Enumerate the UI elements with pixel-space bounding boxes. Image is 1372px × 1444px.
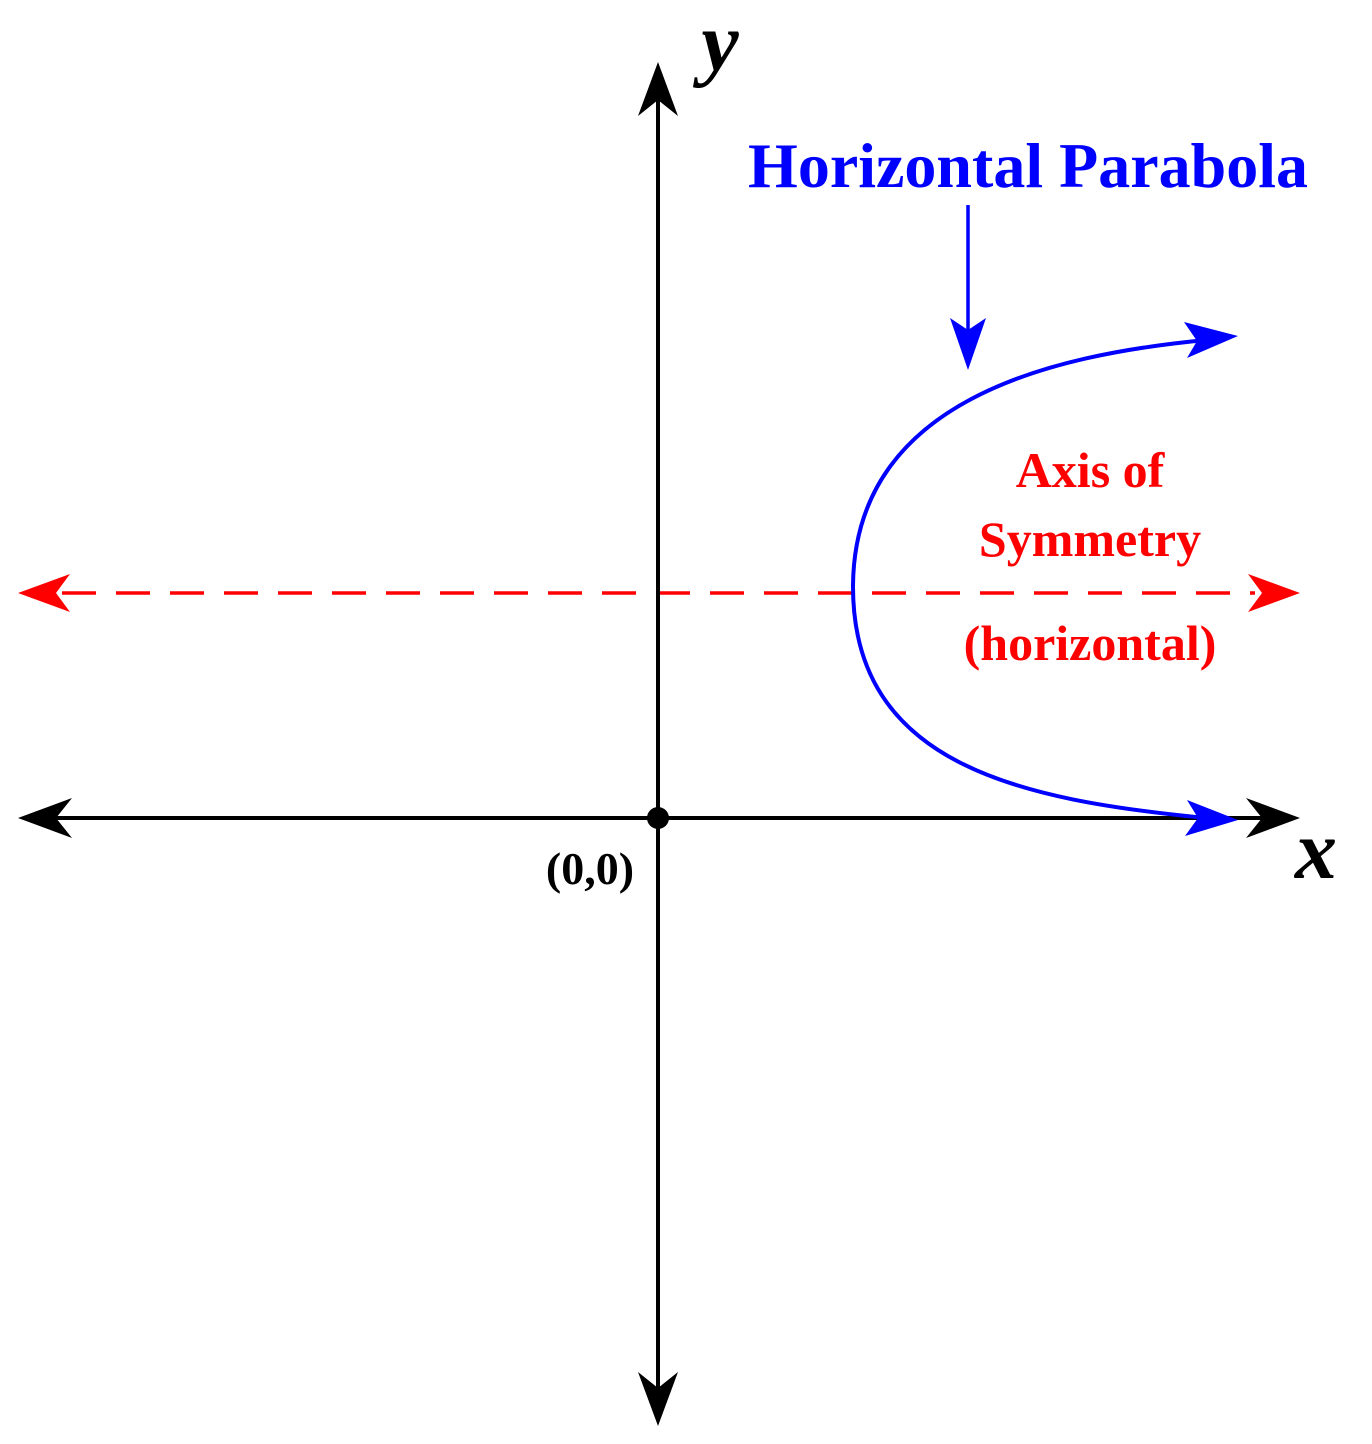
x-axis-right-arrow (1246, 798, 1300, 838)
symmetry-label-line-2: Symmetry (979, 511, 1201, 567)
x-axis-label: x (1293, 804, 1337, 897)
origin-label: (0,0) (546, 843, 634, 894)
axis-of-symmetry-right-arrow (1248, 574, 1300, 612)
horizontal-parabola (850, 322, 1238, 836)
symmetry-label-line-1: Axis of (1016, 442, 1166, 498)
origin-point (647, 807, 669, 829)
parabola-top-arrow (1184, 322, 1238, 358)
parabola-pointer (950, 205, 986, 370)
symmetry-label-line-3: (horizontal) (964, 615, 1217, 671)
y-axis-bottom-arrow (638, 1372, 678, 1426)
axis-of-symmetry-left-arrow (18, 574, 70, 612)
y-axis-top-arrow (638, 62, 678, 116)
parabola-label: Horizontal Parabola (748, 130, 1308, 201)
y-axis (638, 62, 678, 1426)
parabola-curve (850, 338, 1207, 820)
x-axis-left-arrow (18, 798, 72, 838)
parabola-pointer-arrowhead (950, 318, 986, 370)
y-axis-label: y (692, 0, 739, 89)
parabola-bottom-arrow (1185, 800, 1238, 836)
